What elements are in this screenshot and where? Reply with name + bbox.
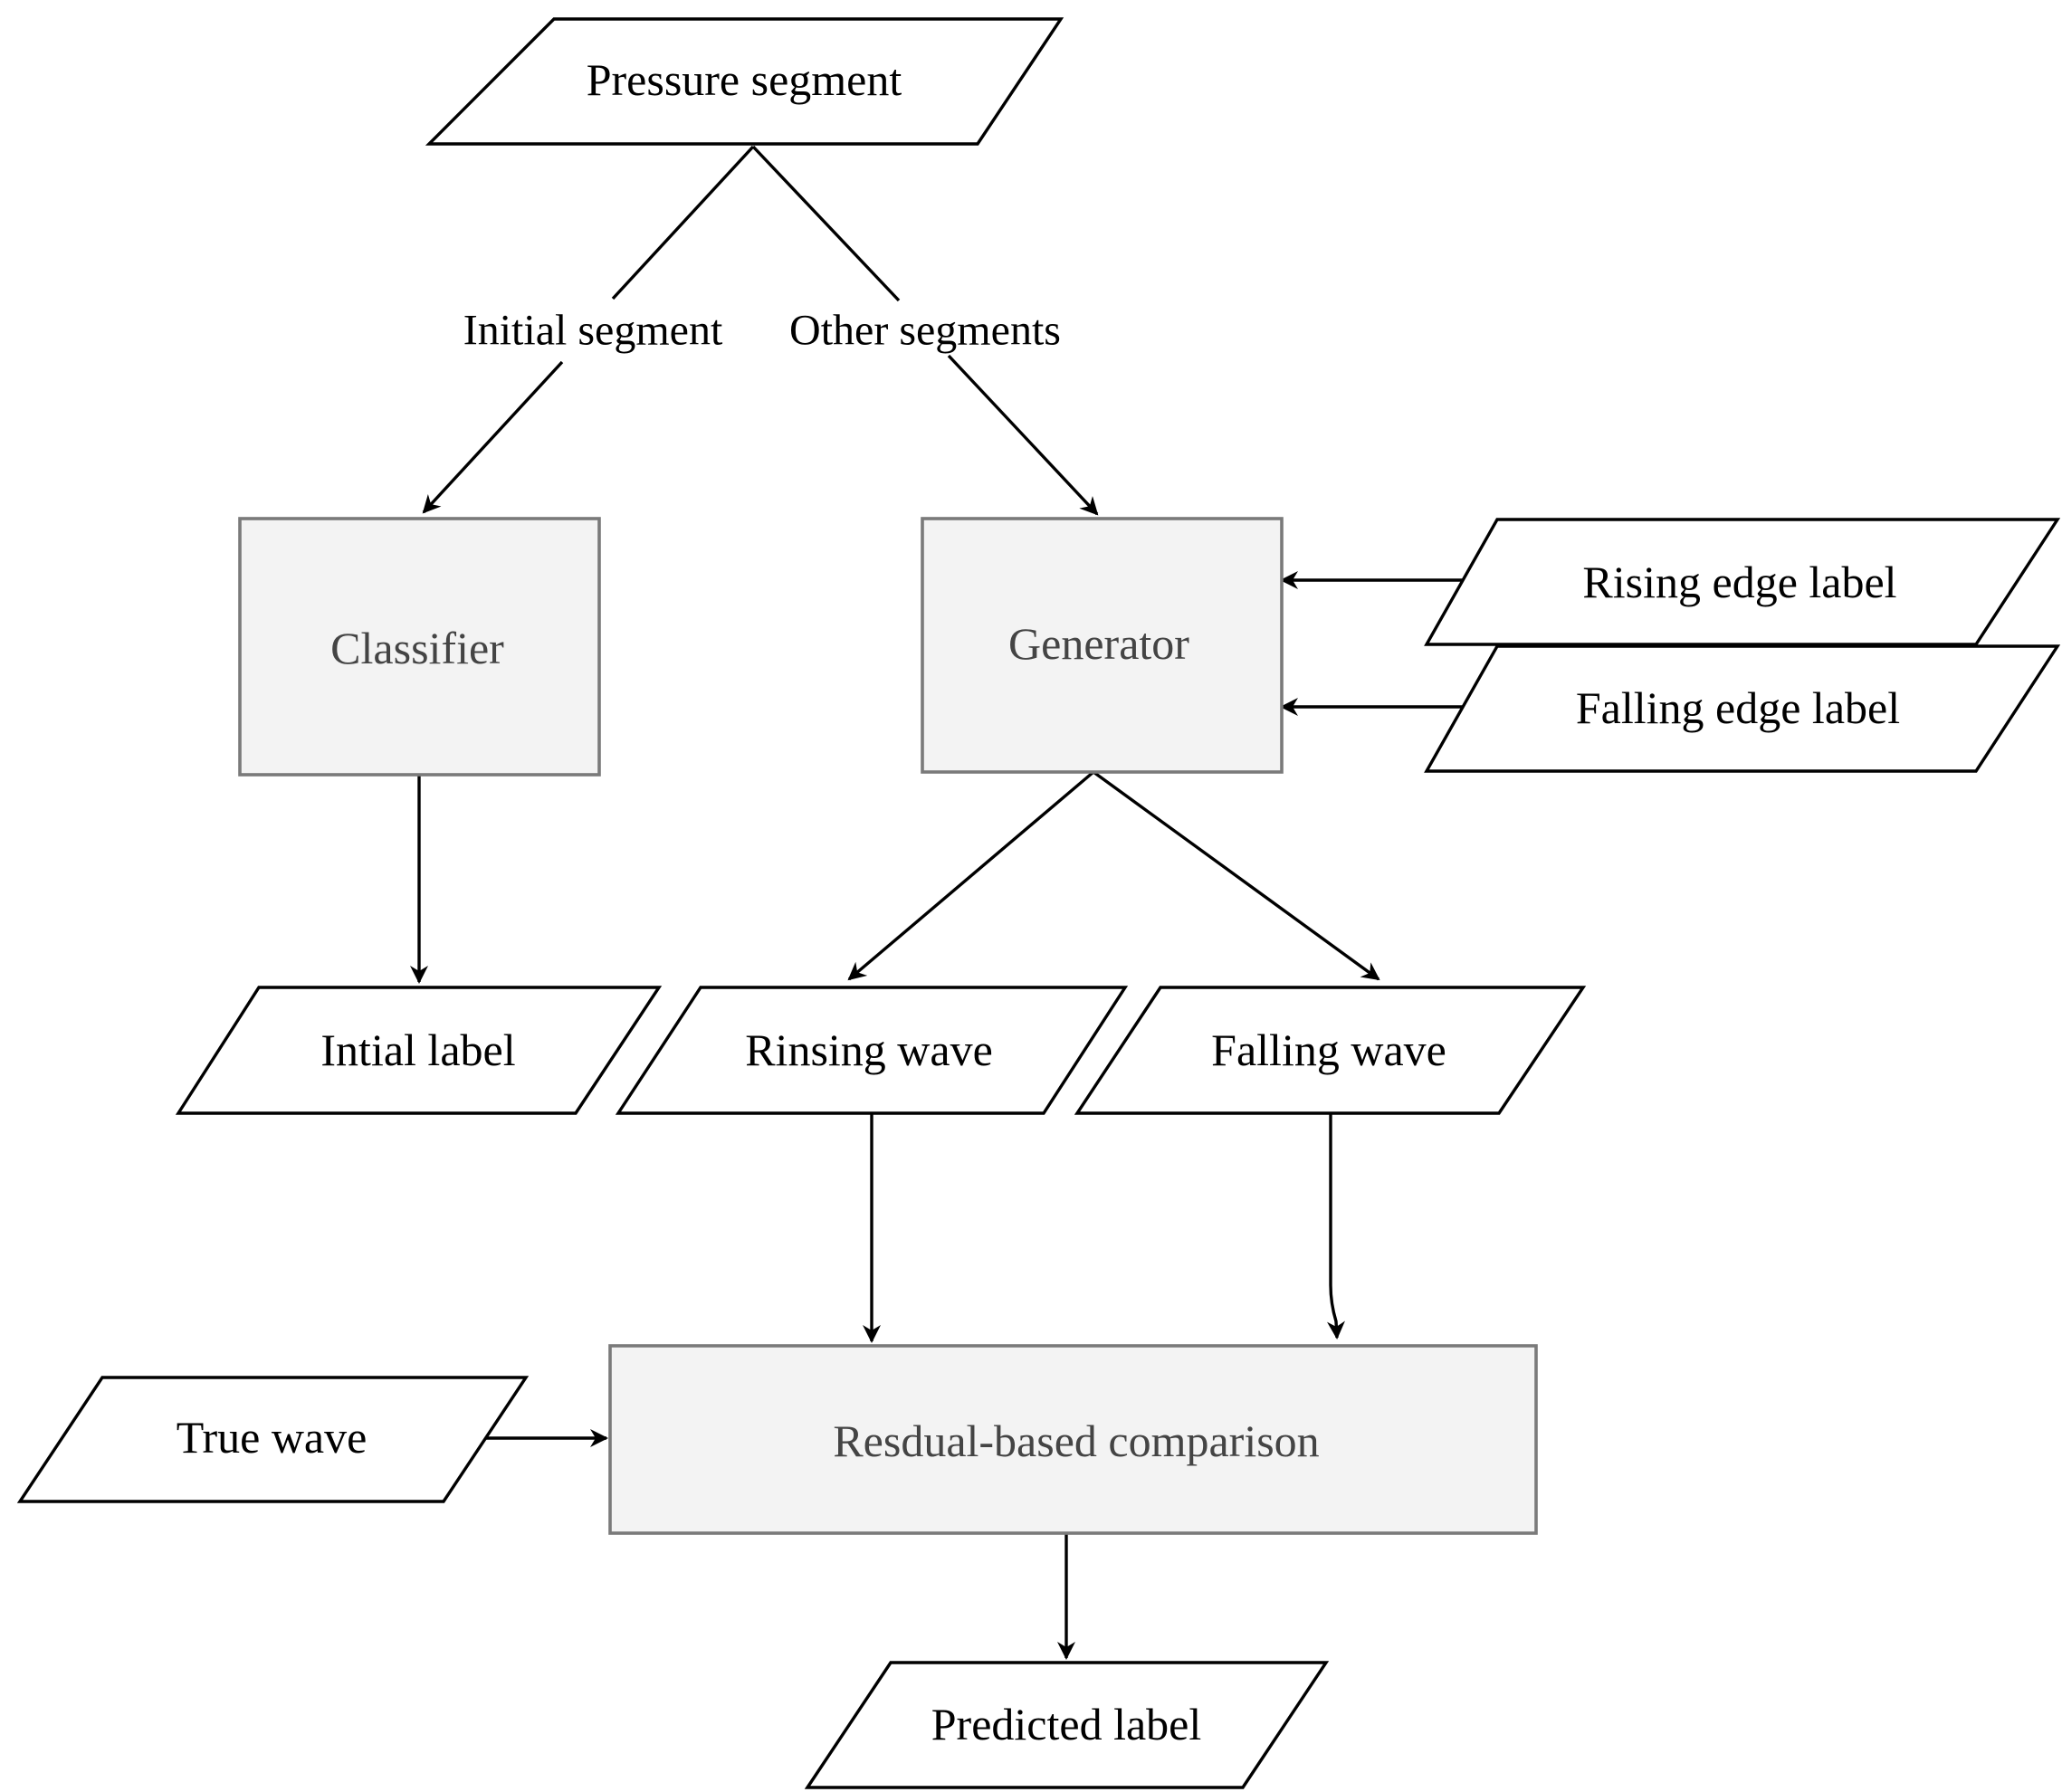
node-predicted-label-text: Predicted label xyxy=(931,1699,1202,1749)
edge-generator-to-falling-wave xyxy=(1093,770,1380,981)
node-true-wave: True wave xyxy=(16,1376,530,1503)
edges xyxy=(410,145,1465,1660)
node-pressure-segment-label: Pressure segment xyxy=(587,54,902,105)
node-falling-wave-label: Falling wave xyxy=(1211,1025,1446,1075)
node-rising-edge-label-text: Rising edge label xyxy=(1582,557,1896,607)
node-residual-comparison-label: Resdual-based comparison xyxy=(833,1415,1319,1466)
node-falling-wave: Falling wave xyxy=(1074,986,1587,1115)
node-classifier-label: Classifier xyxy=(330,623,504,673)
node-rising-wave: Rinsing wave xyxy=(615,986,1129,1115)
edge-label-other-segments: Other segments xyxy=(789,307,1061,355)
node-classifier: Classifier xyxy=(238,517,601,777)
edge-label-initial-segment: Initial segment xyxy=(463,307,723,355)
node-true-wave-label: True wave xyxy=(177,1412,368,1463)
node-falling-edge-label-text: Falling edge label xyxy=(1576,682,1900,733)
node-pressure-segment: Pressure segment xyxy=(425,17,1064,146)
node-initial-label-text: Intial label xyxy=(320,1025,515,1075)
edge-pressure-to-label-initial xyxy=(611,145,755,300)
edge-initial-segment-to-classifier xyxy=(422,360,564,514)
edge-other-segments-to-generator xyxy=(947,354,1099,516)
edge-pressure-to-label-other xyxy=(751,145,901,302)
node-falling-edge-label: Falling edge label xyxy=(1424,644,2061,773)
edge-generator-to-rising-wave xyxy=(847,770,1095,981)
node-generator-label: Generator xyxy=(1008,618,1189,669)
node-rising-wave-label: Rinsing wave xyxy=(745,1025,993,1075)
node-initial-label: Intial label xyxy=(175,986,663,1115)
edge-falling-wave-to-comparison xyxy=(1327,1113,1345,1339)
node-predicted-label: Predicted label xyxy=(804,1661,1330,1789)
node-rising-edge-label: Rising edge label xyxy=(1424,518,2061,646)
node-generator: Generator xyxy=(921,517,1284,774)
node-residual-comparison: Resdual-based comparison xyxy=(608,1344,1538,1535)
